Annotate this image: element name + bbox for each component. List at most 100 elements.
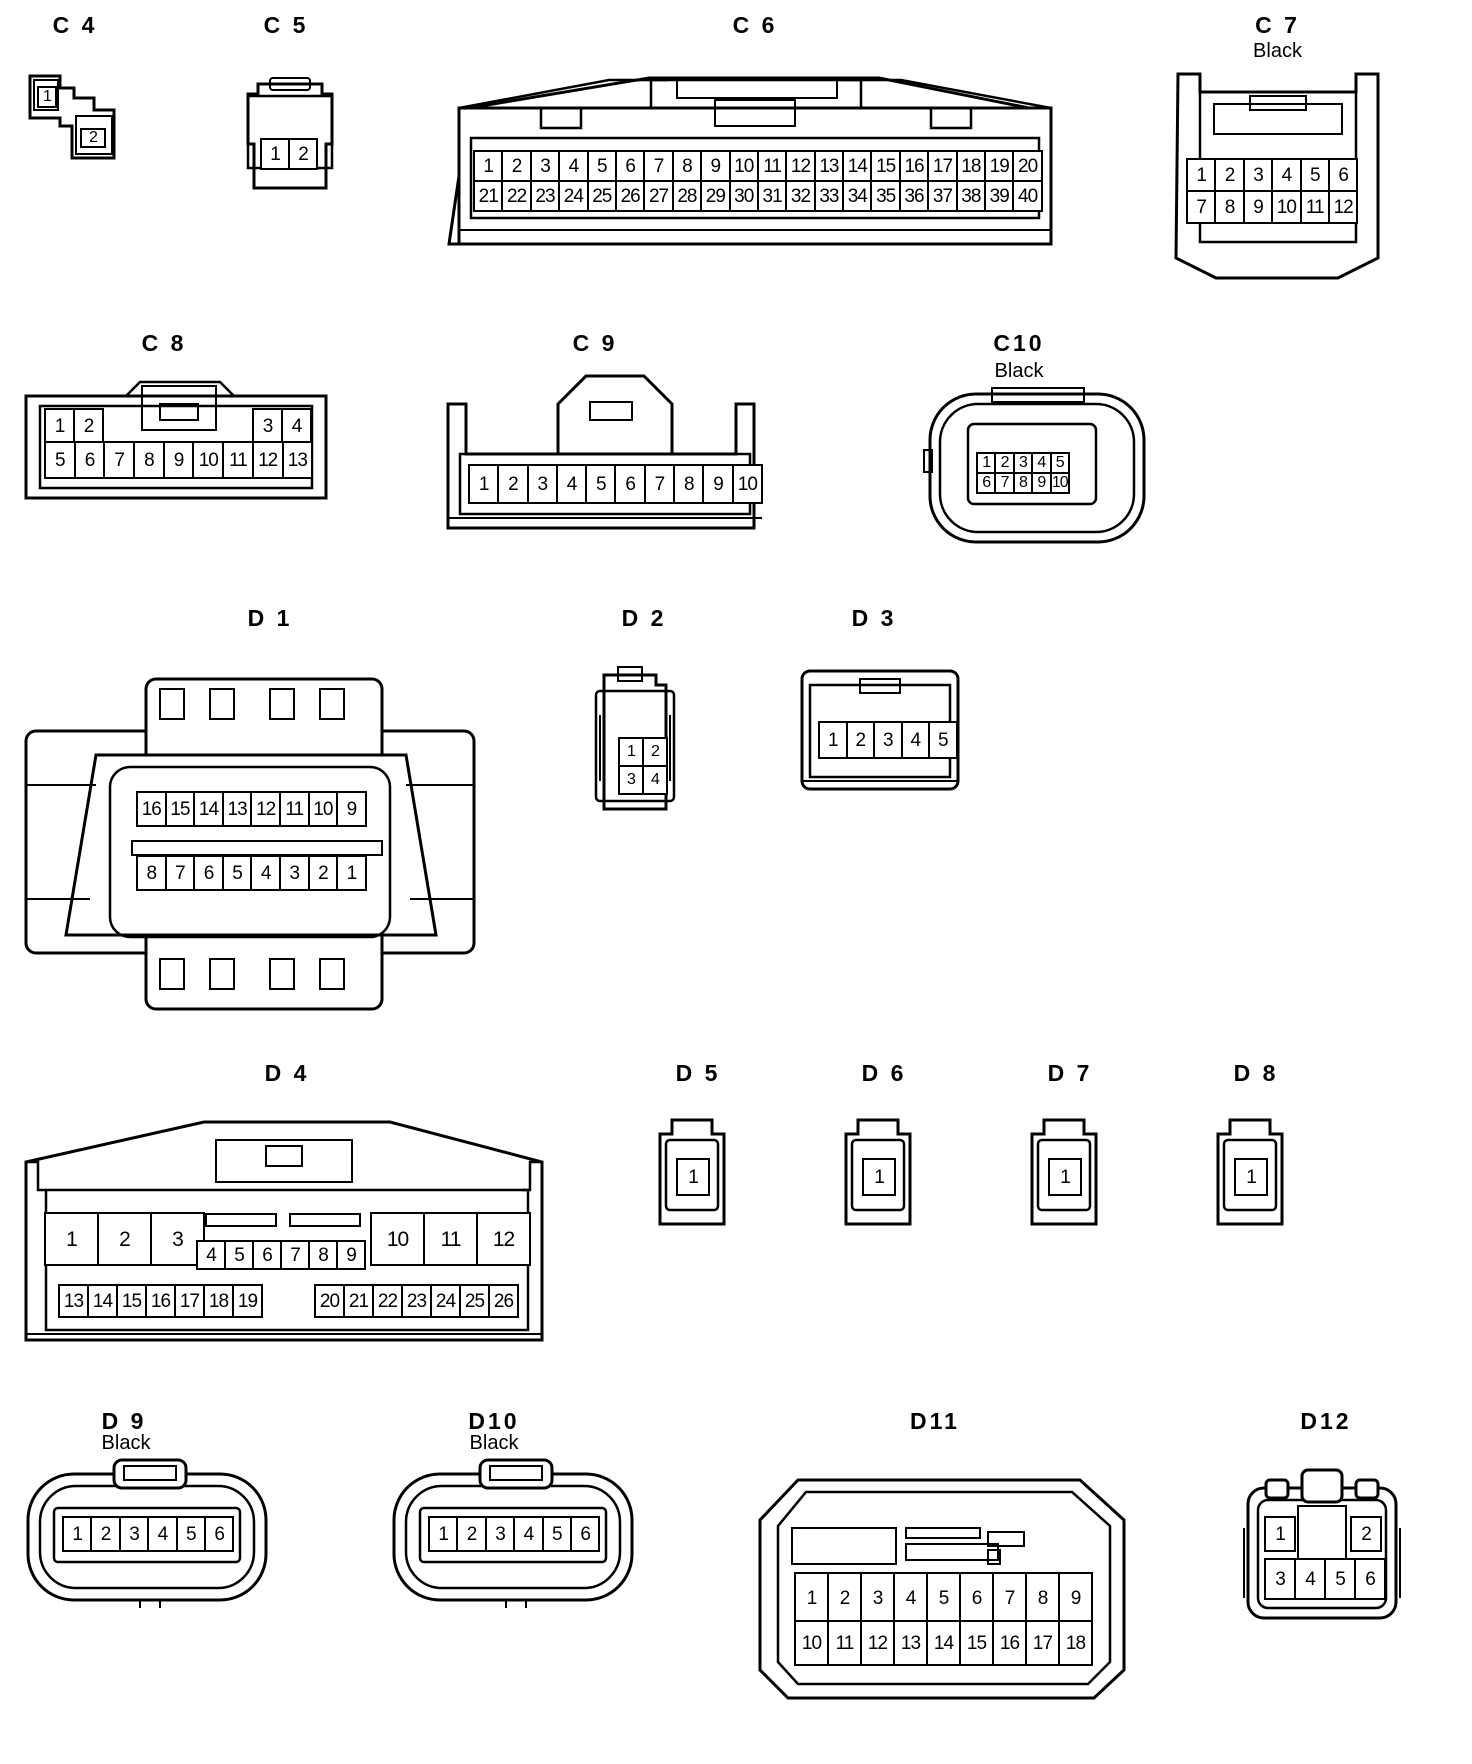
pin: 2 [827,1572,862,1624]
connector-label: D 6 [861,1060,907,1086]
pin: 3 [1242,158,1274,192]
pin: 29 [700,180,731,212]
pin: 23 [401,1284,432,1318]
connector-d6: D 6 1 [836,1060,936,1240]
pin: 15 [870,150,901,182]
pin: 4 [558,150,589,182]
connector-label: D10 [468,1408,520,1434]
pin: 14 [842,150,873,182]
pin: 40 [1012,180,1043,212]
pin: 13 [221,791,253,827]
pin: 8 [133,441,165,479]
pin: 10 [728,150,759,182]
connector-label: D 5 [675,1060,721,1086]
pin: 5 [175,1516,206,1552]
connector-label: D 7 [1047,1060,1093,1086]
pin: 7 [280,1240,310,1270]
pin: 7 [643,150,674,182]
connector-c5: C 5 1 2 [230,8,350,198]
pin: 3 [1264,1558,1296,1600]
pin: 14 [193,791,224,827]
pin: 30 [728,180,759,212]
pin: 4 [147,1516,178,1552]
connector-d5-outline [658,1118,726,1226]
pin: 1 [1186,158,1217,192]
pin: 13 [893,1620,928,1666]
pin: 4 [281,408,312,444]
pin: 5 [224,1240,254,1270]
pin: 15 [959,1620,994,1666]
pin: 7 [643,464,676,504]
pin: 5 [44,441,76,479]
pin: 11 [756,150,788,182]
connector-color: Black [1253,40,1302,62]
pin: 7 [164,855,196,891]
pin: 14 [87,1284,118,1318]
pin: 6 [614,150,646,182]
pin: 1 [260,138,290,170]
pin: 1 [468,464,500,504]
connector-label: C 4 [52,12,98,38]
pin: 4 [555,464,588,504]
pin: 1 [676,1158,710,1196]
pin: 22 [501,180,532,212]
pin: 11 [278,791,310,827]
connector-label: C 7 [1255,12,1300,38]
connector-d7: D 7 1 [1022,1060,1122,1240]
pin: 11 [1299,190,1330,224]
pin: 37 [927,180,958,212]
pin: 7 [1186,190,1217,224]
pin: 3 [150,1212,205,1266]
pin: 2 [288,138,318,170]
pin: 21 [343,1284,374,1318]
connector-color: Black [101,1432,151,1454]
pin: 12 [860,1620,895,1666]
pin: 1 [1048,1158,1082,1196]
connector-label: C 8 [141,330,187,356]
pin: 2 [497,464,529,504]
pin: 6 [1327,158,1359,192]
pin: 12 [785,150,816,182]
connector-c6-outline [447,76,1053,246]
pin: 3 [118,1516,150,1552]
pin: 12 [251,441,284,479]
pin: 2 [1350,1516,1382,1552]
pin: 8 [1012,472,1034,494]
pin: 19 [984,150,1015,182]
connector-label: C 9 [572,330,618,356]
pin: 1 [336,855,367,891]
pin: 1 [473,150,504,182]
pin: 2 [501,150,532,182]
pin: 32 [785,180,816,212]
pin: 6 [73,441,106,479]
pin: 9 [336,791,367,827]
pin: 10 [794,1620,829,1666]
pin: 9 [1031,472,1052,494]
pin: 38 [955,180,987,212]
pin: 6 [1354,1558,1386,1600]
pin-grid: 1 2 [260,138,318,170]
pin: 1 [618,737,644,767]
pin: 16 [898,150,930,182]
pin: 3 [873,721,903,759]
pin: 9 [702,464,734,504]
pin: 28 [671,180,703,212]
pin: 2 [307,855,339,891]
connector-label: C10 [993,330,1045,356]
connector-label: D 4 [264,1060,310,1086]
